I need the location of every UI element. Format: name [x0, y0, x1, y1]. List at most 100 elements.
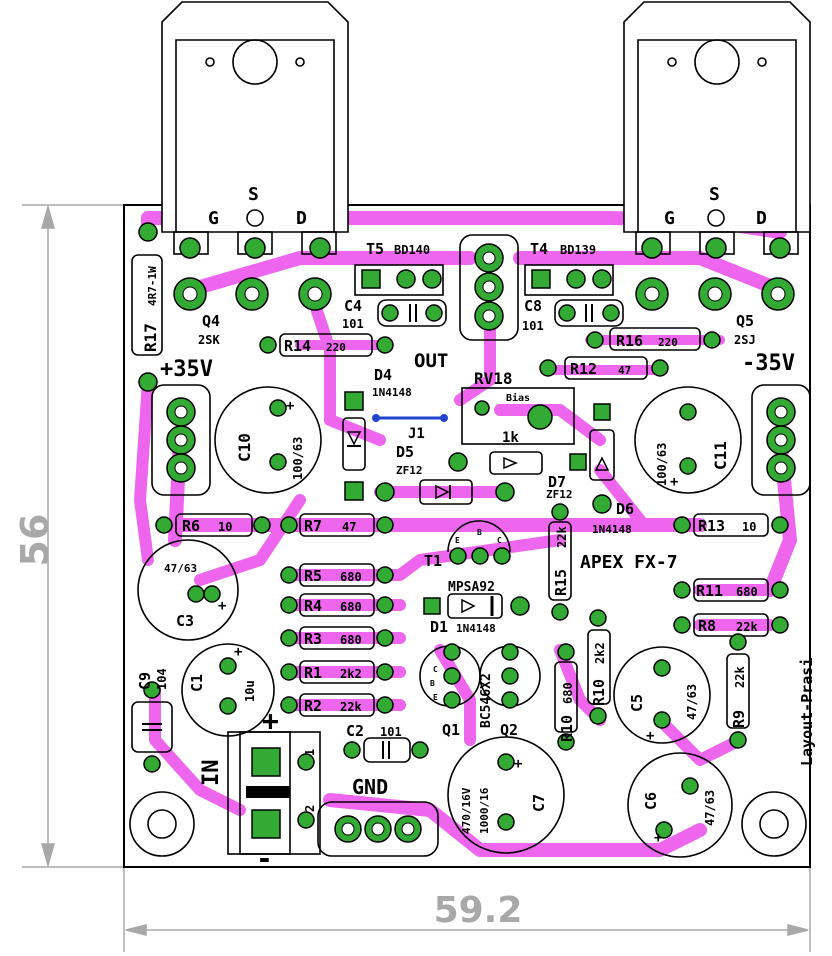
- r3-resistor: [280, 626, 394, 650]
- pos-supply-label: +35V: [160, 357, 213, 382]
- t1-pin-c: C: [497, 536, 502, 545]
- c6-plus: +: [654, 830, 662, 846]
- r16-value: 220: [658, 336, 678, 349]
- r17-label: R17: [141, 323, 160, 352]
- r10-resistor-b: [587, 609, 611, 725]
- q5-value: 2SJ: [734, 333, 756, 347]
- in-plus-label: +: [262, 704, 279, 737]
- r7-label: R7: [304, 517, 322, 535]
- d5-zener: [375, 479, 515, 505]
- r3-label: R3: [304, 630, 322, 648]
- r11-resistor: [673, 578, 789, 602]
- out-connector: [459, 234, 519, 341]
- c8-value: 101: [522, 319, 544, 333]
- r10-b-label: R10: [590, 679, 608, 706]
- c3-capacitor: [137, 539, 239, 641]
- r4-value: 680: [340, 600, 362, 614]
- c1-plus: +: [234, 644, 242, 660]
- d-upper-zener: [448, 451, 587, 475]
- q1-pin-c: C: [433, 665, 438, 674]
- r1-value: 2k2: [340, 667, 362, 681]
- r13-label: R13: [698, 517, 725, 535]
- r10-b-value: 2k2: [593, 642, 607, 664]
- c3-value: 47/63: [164, 562, 197, 575]
- r10-a-value: 680: [561, 682, 575, 704]
- in-pin2-label: 2: [303, 805, 317, 812]
- c11-capacitor: [634, 386, 742, 494]
- c5-plus: +: [646, 728, 654, 744]
- r16-resistor: [586, 327, 721, 351]
- c10-capacitor: [214, 386, 322, 494]
- mounting-holes: [129, 791, 807, 857]
- q5-label: Q5: [736, 312, 754, 330]
- c10-value: 100/63: [291, 437, 305, 480]
- j1-label: J1: [408, 426, 425, 442]
- credit-label: Layout-Prasi: [798, 658, 816, 766]
- d5-label: D5: [396, 443, 414, 461]
- c2-label: C2: [346, 722, 364, 740]
- r8-value: 22k: [736, 620, 758, 634]
- c5-capacitor: [613, 646, 711, 744]
- t1-pin-e: E: [455, 536, 460, 545]
- in-pin1-label: 1: [303, 749, 317, 756]
- r6-value: 10: [218, 520, 232, 534]
- r2-resistor: [280, 693, 394, 717]
- r1-label: R1: [304, 664, 322, 682]
- c5-label: C5: [628, 694, 646, 712]
- rv18-trimpot: [461, 387, 575, 445]
- r11-value: 680: [736, 585, 758, 599]
- r2-value: 22k: [340, 700, 362, 714]
- r8-label: R8: [698, 617, 716, 635]
- d1-value: 1N4148: [456, 622, 496, 635]
- r7-resistor: [280, 513, 394, 537]
- r9-label: R9: [730, 710, 748, 728]
- c7-plus: +: [514, 756, 522, 772]
- mpsa92-label: MPSA92: [448, 580, 495, 595]
- gnd-label: GND: [352, 775, 388, 799]
- d1-diode: [423, 593, 530, 619]
- d6-diode: [589, 403, 615, 514]
- c6-label: C6: [642, 792, 660, 810]
- r3-value: 680: [340, 633, 362, 647]
- r8-resistor: [673, 613, 789, 637]
- r7-value: 47: [342, 520, 356, 534]
- r5-label: R5: [304, 567, 322, 585]
- r9-resistor: [726, 633, 750, 749]
- c1-capacitor: [181, 643, 275, 737]
- r16-label: R16: [616, 332, 643, 350]
- r13-resistor: [673, 513, 789, 537]
- d6-value: 1N4148: [592, 523, 632, 536]
- c9-value: 104: [155, 668, 169, 690]
- r4-resistor: [280, 593, 394, 617]
- c6-capacitor: [627, 752, 733, 858]
- copper-traces: [134, 211, 797, 857]
- d4-diode: [342, 391, 366, 501]
- r10-a-label: R10: [558, 715, 576, 742]
- q4-pin-d-label: D: [296, 208, 307, 229]
- width-dimension: 59.2: [434, 890, 523, 931]
- r14-label: R14: [284, 337, 311, 355]
- rv18-value: Bias: [506, 392, 530, 404]
- r6-label: R6: [182, 517, 200, 535]
- d7-value: ZF12: [546, 488, 573, 501]
- r5-value: 680: [340, 570, 362, 584]
- c3-plus: +: [218, 598, 226, 614]
- t5-value: BD140: [394, 243, 430, 257]
- r14-resistor: [259, 333, 394, 357]
- c1-value: 10u: [243, 680, 257, 702]
- r12-label: R12: [570, 360, 597, 378]
- c11-value: 100/63: [655, 443, 669, 486]
- t4-transistor: [524, 264, 614, 296]
- q4-mosfet-body: [161, 1, 349, 233]
- c7-value-2: 1000/16: [478, 787, 491, 834]
- q1-pin-b: B: [430, 679, 435, 688]
- c5-value: 47/63: [685, 684, 699, 720]
- q4-label: Q4: [202, 312, 220, 330]
- d4-value: 1N4148: [372, 386, 412, 399]
- c3-label: C3: [176, 612, 194, 630]
- d6-label: D6: [616, 500, 634, 518]
- r15-resistor: [548, 503, 572, 621]
- q5-pin-s-label: S: [709, 184, 720, 205]
- r9-value: 22k: [733, 666, 747, 688]
- r17-value: 4R7-1W: [146, 266, 159, 306]
